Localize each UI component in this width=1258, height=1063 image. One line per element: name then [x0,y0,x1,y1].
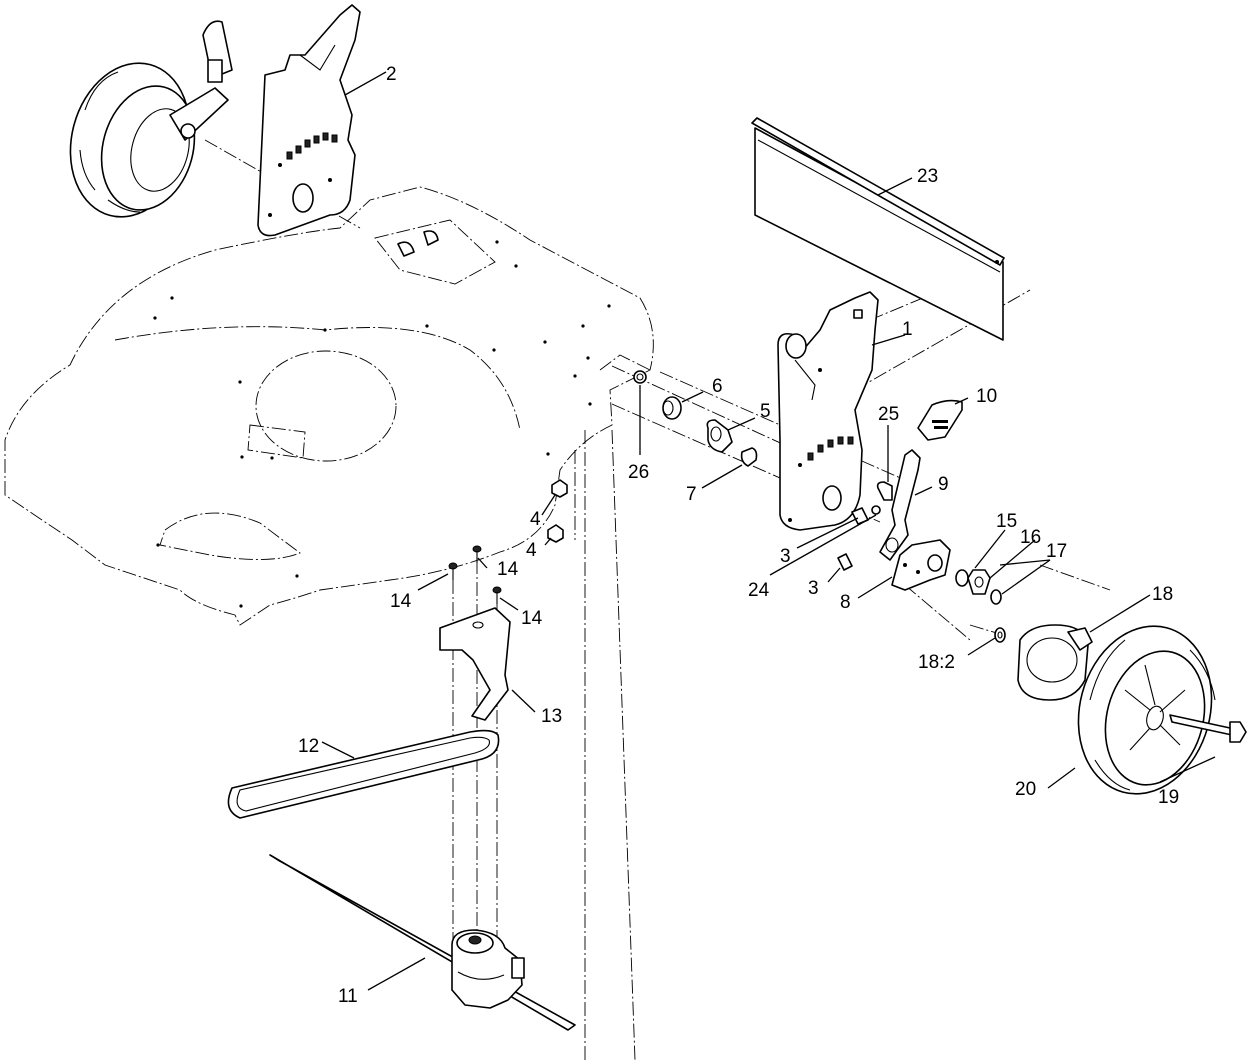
callout-24: 24 [748,580,770,601]
mower-deck-outline [4,186,654,626]
callout-4-upper: 4 [530,509,541,530]
pivot-bracket [891,539,951,591]
callout-9: 9 [938,474,949,495]
deck-nuts [547,479,568,543]
callout-18: 18 [1152,584,1173,605]
callout-16: 16 [1020,527,1041,548]
hubcap [1017,624,1093,701]
callout-18-2: 18:2 [918,652,955,673]
callout-20: 20 [1015,779,1036,800]
callout-23: 23 [917,166,938,187]
callout-26: 26 [628,462,649,483]
callout-7: 7 [686,484,697,505]
rear-wheel [69,20,233,218]
callout-labels: 1 2 3 3 4 4 5 6 7 8 9 10 11 12 13 14 14 … [298,64,1179,1007]
callout-1: 1 [902,319,913,340]
callout-4-lower: 4 [526,540,537,561]
rear-flap [751,117,1005,341]
callout-19: 19 [1158,787,1179,808]
callout-15: 15 [996,511,1017,532]
axle-bolt [1169,714,1247,743]
callout-3-upper: 3 [780,546,791,567]
screws [448,545,502,604]
callout-2: 2 [386,64,397,85]
front-wheel [1077,625,1216,795]
callout-5: 5 [760,401,771,422]
callout-8: 8 [840,592,851,613]
callout-10: 10 [976,386,997,407]
callout-25: 25 [878,404,899,425]
belt-bracket [439,607,511,721]
axle-bushings [633,370,758,467]
height-lever [879,399,963,561]
callout-14-middle: 14 [497,559,519,580]
callout-6: 6 [712,376,723,397]
callout-13: 13 [541,706,562,727]
callout-11: 11 [338,986,358,1007]
transmission [269,854,576,1031]
callout-12: 12 [298,736,319,757]
leader-lines [321,71,1216,991]
rear-height-plate [257,4,361,237]
drive-belt [227,729,500,819]
front-height-plate [777,291,879,531]
callout-17: 17 [1046,541,1067,562]
wheel-hardware [955,569,1006,643]
callout-14-right: 14 [521,608,543,629]
callout-3-lower: 3 [808,578,819,599]
callout-14-left: 14 [390,591,412,612]
